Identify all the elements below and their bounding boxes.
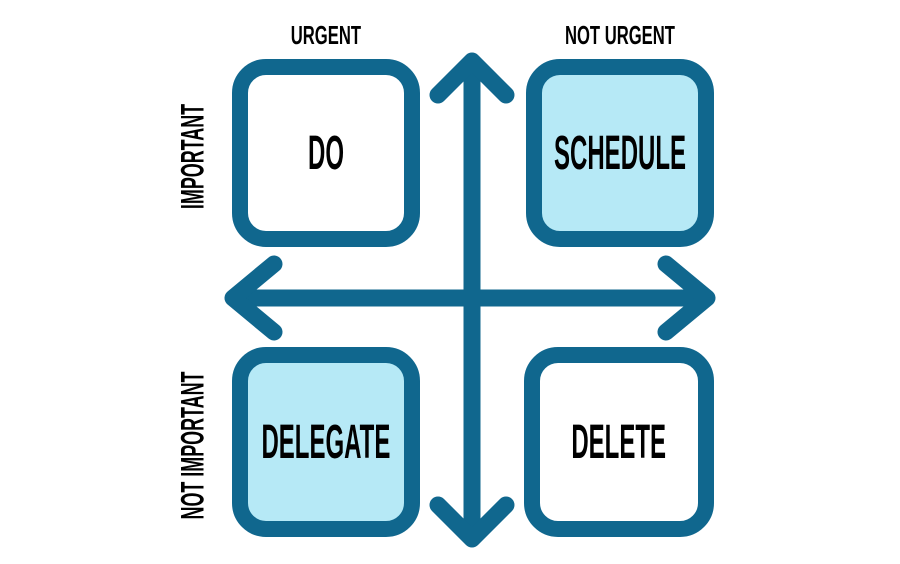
quadrant-schedule-label: SCHEDULE xyxy=(553,126,687,180)
quadrant-schedule: SCHEDULE xyxy=(526,59,714,247)
column-label-not-urgent: NOT URGENT xyxy=(526,22,714,48)
row-label-important-text: IMPORTANT xyxy=(174,103,211,209)
quadrant-do: DO xyxy=(232,59,420,247)
row-label-not-important-text: NOT IMPORTANT xyxy=(174,371,211,519)
column-label-urgent: URGENT xyxy=(232,22,420,48)
quadrant-do-label: DO xyxy=(308,126,344,180)
down-arrowhead-icon xyxy=(429,496,515,548)
quadrant-delegate-label: DELEGATE xyxy=(261,415,391,469)
right-arrowhead-icon xyxy=(657,255,716,341)
left-arrowhead-icon xyxy=(224,255,283,341)
column-label-urgent-text: URGENT xyxy=(290,20,362,50)
up-arrowhead-icon xyxy=(429,52,515,104)
quadrant-delete: DELETE xyxy=(524,347,714,537)
quadrant-delete-label: DELETE xyxy=(571,415,667,469)
column-label-not-urgent-text: NOT URGENT xyxy=(564,20,675,50)
quadrant-delegate: DELEGATE xyxy=(232,347,420,537)
